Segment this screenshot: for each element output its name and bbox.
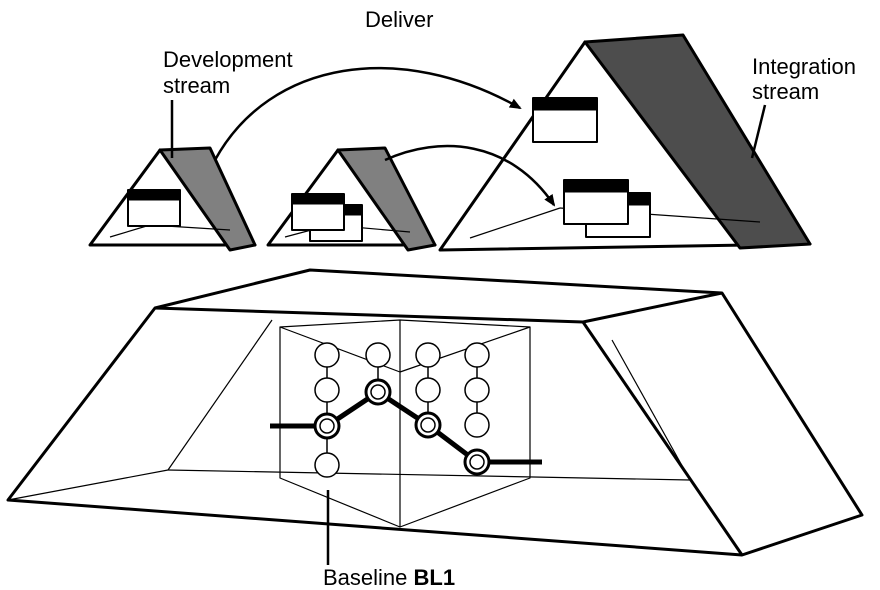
project-frustum (6, 268, 864, 557)
integration-stream-prism (438, 33, 812, 252)
prism-roof-shaded (158, 146, 257, 252)
version-node (464, 377, 490, 403)
version-nodes (314, 342, 490, 478)
deliver-arrow-upper (213, 66, 522, 161)
integration-stream-leader (750, 104, 767, 159)
baseline-label-name: BL1 (413, 565, 456, 590)
version-node (464, 342, 490, 368)
baseline-label-prefix: Baseline (323, 565, 408, 590)
deliver-label: Deliver (365, 7, 434, 32)
stream-box (532, 97, 598, 143)
version-node (464, 412, 490, 438)
version-node (314, 377, 340, 403)
stream-box (563, 179, 629, 225)
development-stream-label-line1: Development (163, 47, 293, 72)
prism-roof-dark (583, 33, 812, 250)
baseline-version-node (313, 412, 341, 440)
baseline-version-nodes (313, 378, 491, 476)
frustum-outline (6, 268, 864, 557)
version-node (415, 377, 441, 403)
baseline-label: Baseline BL1 (323, 566, 455, 590)
version-node (314, 452, 340, 478)
deliver-arrow-lower (384, 144, 556, 207)
baseline-version-node (364, 378, 392, 406)
integration-stream-label-line1: Integration (752, 54, 856, 79)
version-node (415, 342, 441, 368)
development-stream-label-line2: stream (163, 73, 231, 98)
development-stream-prism-2 (266, 146, 437, 252)
version-node (365, 342, 391, 368)
integration-stream-label-line2: stream (752, 79, 820, 104)
baseline-version-node (463, 448, 491, 476)
prism-roof-shaded (336, 146, 437, 252)
development-stream-prism-1 (88, 146, 257, 252)
baseline-version-node (414, 411, 442, 439)
stream-box (291, 193, 345, 231)
version-node (314, 342, 340, 368)
stream-box (127, 189, 181, 227)
